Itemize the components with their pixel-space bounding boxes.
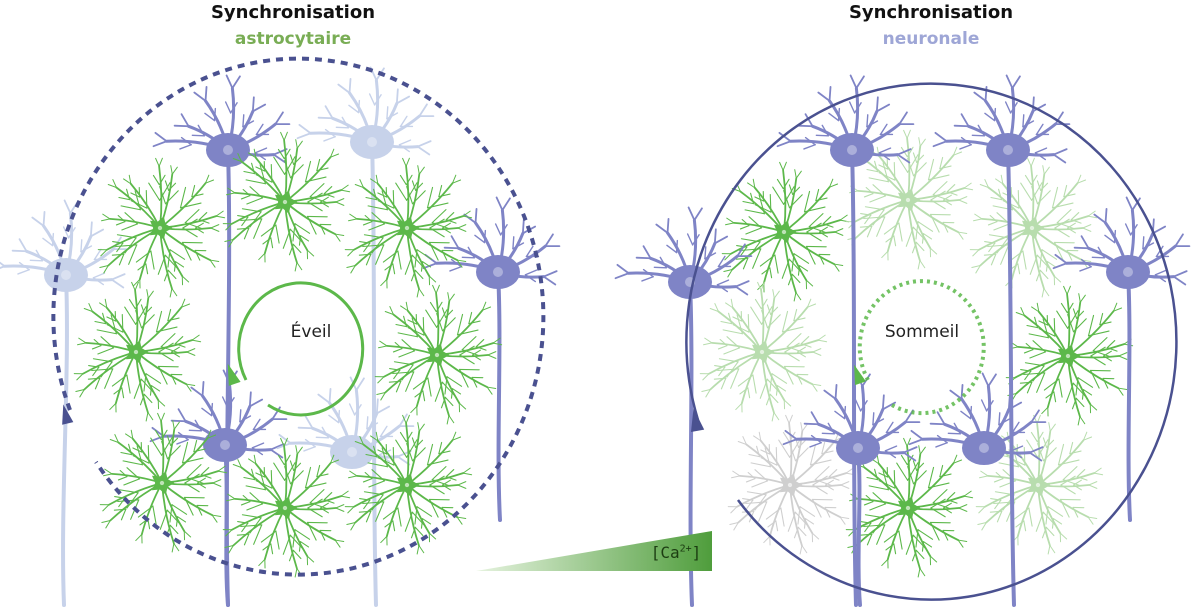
neuron-right-bottom-right (910, 373, 1046, 465)
neuron-left-far-left (0, 200, 127, 605)
astrocyte-right-5 (1006, 286, 1132, 425)
state-label-sommeil: Sommeil (852, 322, 992, 342)
calcium-label-sup: 2+ (680, 544, 692, 555)
calcium-label-base: [Ca (651, 543, 680, 562)
astrocyte-right-1 (722, 162, 848, 301)
left-astro-cycle-arrow-icon (228, 364, 241, 386)
calcium-label: [Ca2+] (640, 543, 712, 562)
astrocyte-right-3 (970, 158, 1096, 297)
right-title: Synchronisation neuronale (781, 0, 1081, 52)
astrocyte-left-5 (375, 285, 501, 424)
right-astro-cycle-dotted (860, 281, 984, 413)
astrocyte-left-4 (74, 282, 200, 421)
astrocyte-left-1 (98, 158, 224, 297)
calcium-label-end: ] (692, 543, 702, 562)
astrocyte-left-3 (345, 158, 471, 297)
left-title: Synchronisation astrocytaire (143, 0, 443, 52)
right-title-line1: Synchronisation (781, 0, 1081, 26)
astrocyte-left-7 (223, 438, 349, 577)
left-title-line2: astrocytaire (143, 26, 443, 52)
astrocyte-left-6 (100, 413, 226, 552)
astrocyte-right-4 (700, 282, 826, 421)
left-astro-cycle-solid (239, 283, 363, 415)
left-title-line1: Synchronisation (143, 0, 443, 26)
right-title-line2: neuronale (781, 26, 1081, 52)
state-label-eveil: Éveil (241, 322, 381, 342)
